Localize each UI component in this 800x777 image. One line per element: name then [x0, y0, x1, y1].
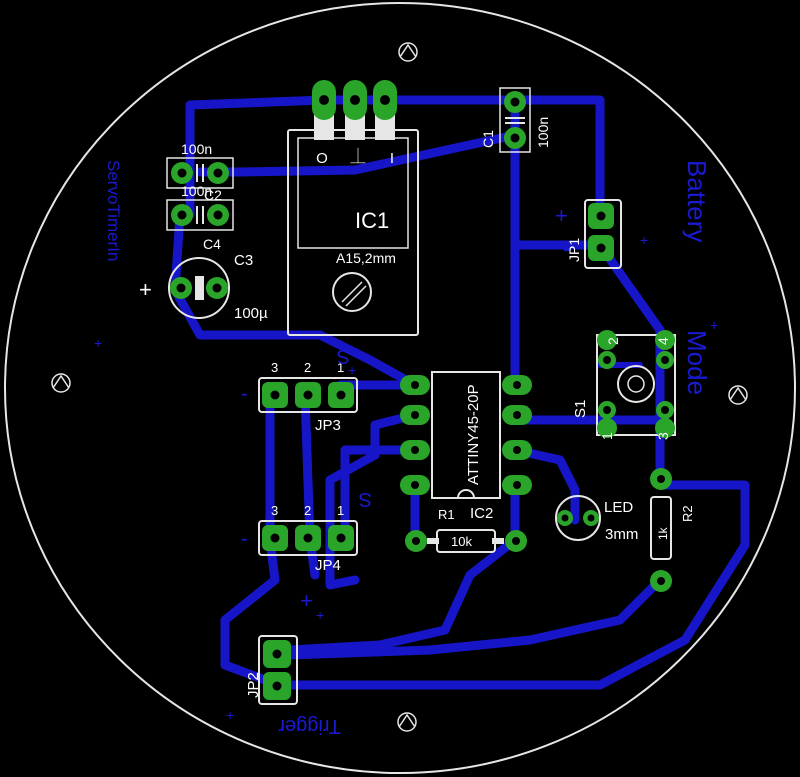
led: LED 3mm: [555, 495, 638, 543]
ic2-attiny: ATTINY45-20P IC2: [400, 371, 532, 522]
jp1-plus: +: [555, 203, 568, 228]
jp2-name: JP2: [245, 672, 262, 698]
c4-outline: [166, 199, 234, 231]
c3-capacitor: + C3 100µ: [139, 252, 268, 322]
s1-pin-3: 3: [655, 432, 671, 440]
c3-plus: +: [139, 277, 152, 302]
mount-mark-bottom: [397, 712, 417, 732]
s1-name: S1: [572, 400, 589, 418]
c4-name: C4: [203, 236, 221, 252]
c-top-value: 100n: [181, 141, 212, 157]
s1-button: [617, 365, 655, 403]
jp1-name: JP1: [566, 238, 582, 262]
mounting-marks: [51, 42, 748, 732]
ic1-package: A15,2mm: [336, 250, 396, 266]
jp4-pin-2: 2: [304, 503, 311, 518]
jp3-pin-3: 3: [271, 360, 278, 375]
r1-resistor: R1 10k: [405, 507, 527, 553]
trigger-label: Trigger: [278, 715, 341, 737]
jp4-pin-1: 1: [337, 503, 344, 518]
s1-pin-1: 1: [599, 432, 615, 440]
ic1-pin-i-label: I: [390, 150, 394, 167]
c4-capacitor: 100n C2 C4: [166, 183, 234, 252]
ic1-mount-hole: [332, 272, 372, 312]
r1-name: R1: [438, 507, 455, 522]
jp4-plus: +: [300, 588, 313, 613]
r1-value: 10k: [451, 534, 472, 549]
r1-body: [436, 529, 496, 553]
s1-pin-2: 2: [605, 337, 621, 345]
jp1-plus-small: +: [640, 232, 648, 248]
ic1-pin-gnd-label: ⏊: [350, 147, 365, 165]
ic2-notch: [457, 489, 475, 499]
jp4-header: 3 2 1 JP4 - + + S: [241, 488, 372, 623]
c-mid-value: 100n: [181, 183, 212, 199]
battery-label: Battery: [682, 160, 712, 242]
ic2-body: [431, 371, 501, 499]
jp3-pin-2: 2: [304, 360, 311, 375]
c1-value: 100n: [535, 117, 551, 148]
jp3-outline: [258, 377, 358, 413]
jp1-minus: -: [563, 236, 570, 261]
jp3-minus: -: [241, 383, 248, 405]
jp3-pin-1: 1: [337, 360, 344, 375]
servo-plus: +: [94, 335, 102, 351]
bottom-layer-text: Battery Mode ServoTimerIn Trigger + + +: [94, 160, 718, 737]
c-mid-name: C2: [204, 187, 222, 203]
ic1-pin-o-label: O: [316, 150, 328, 167]
led-name: LED: [604, 499, 633, 516]
ic2-pads: [400, 375, 532, 495]
ic2-name: IC2: [470, 505, 493, 522]
c3-name: C3: [234, 252, 253, 269]
ic1-regulator: O ⏊ I IC1 A15,2mm: [287, 80, 419, 336]
jp4-plus-small: +: [316, 607, 324, 623]
jp3-header: 3 2 1 JP3 - + S: [241, 345, 358, 434]
c1-outline: [499, 87, 531, 153]
jp2-outline: [258, 635, 298, 705]
led-outline: [555, 495, 601, 541]
c3-value: 100µ: [234, 305, 268, 322]
r2-value: 1k: [656, 526, 670, 540]
board-outline: [4, 2, 796, 774]
jp4-mirror-s: S: [359, 488, 372, 510]
servo-timer-in-label: ServoTimerIn: [104, 160, 123, 261]
jp4-name: JP4: [315, 557, 341, 574]
jp3-name: JP3: [315, 417, 341, 434]
c-top-capacitor: 100n: [166, 141, 234, 189]
r2-body: [650, 496, 672, 560]
trigger-plus: +: [226, 707, 234, 723]
c1-capacitor: C1 100n: [480, 87, 551, 153]
ic1-name: IC1: [355, 208, 389, 233]
jp3-mirror-s: S: [337, 345, 350, 367]
jp2-header: JP2: [245, 635, 298, 705]
s1-switch: 2 4 1 3 S1: [572, 330, 676, 440]
r2-resistor: 1k R2: [650, 468, 695, 592]
led-size: 3mm: [605, 526, 638, 543]
c-top-outline: [166, 157, 234, 189]
s1-pin-4: 4: [655, 337, 671, 345]
r2-name: R2: [680, 505, 695, 522]
s1-outline: [596, 334, 676, 436]
mode-label: Mode: [682, 330, 712, 395]
jp1-outline: [584, 199, 622, 269]
jp4-outline: [258, 520, 358, 556]
mount-mark-top: [398, 42, 418, 62]
mode-plus: +: [710, 317, 718, 333]
copper-traces: [170, 95, 750, 690]
jp4-pin-3: 3: [271, 503, 278, 518]
jp4-minus: -: [241, 528, 248, 550]
c1-name: C1: [480, 130, 496, 148]
jp1-header: JP1 + - +: [555, 199, 648, 269]
jp3-plus: +: [348, 362, 356, 378]
mount-mark-left: [51, 373, 71, 393]
mount-mark-right: [728, 385, 748, 405]
c3-outline: [168, 257, 230, 319]
ic2-part: ATTINY45-20P: [465, 384, 482, 485]
